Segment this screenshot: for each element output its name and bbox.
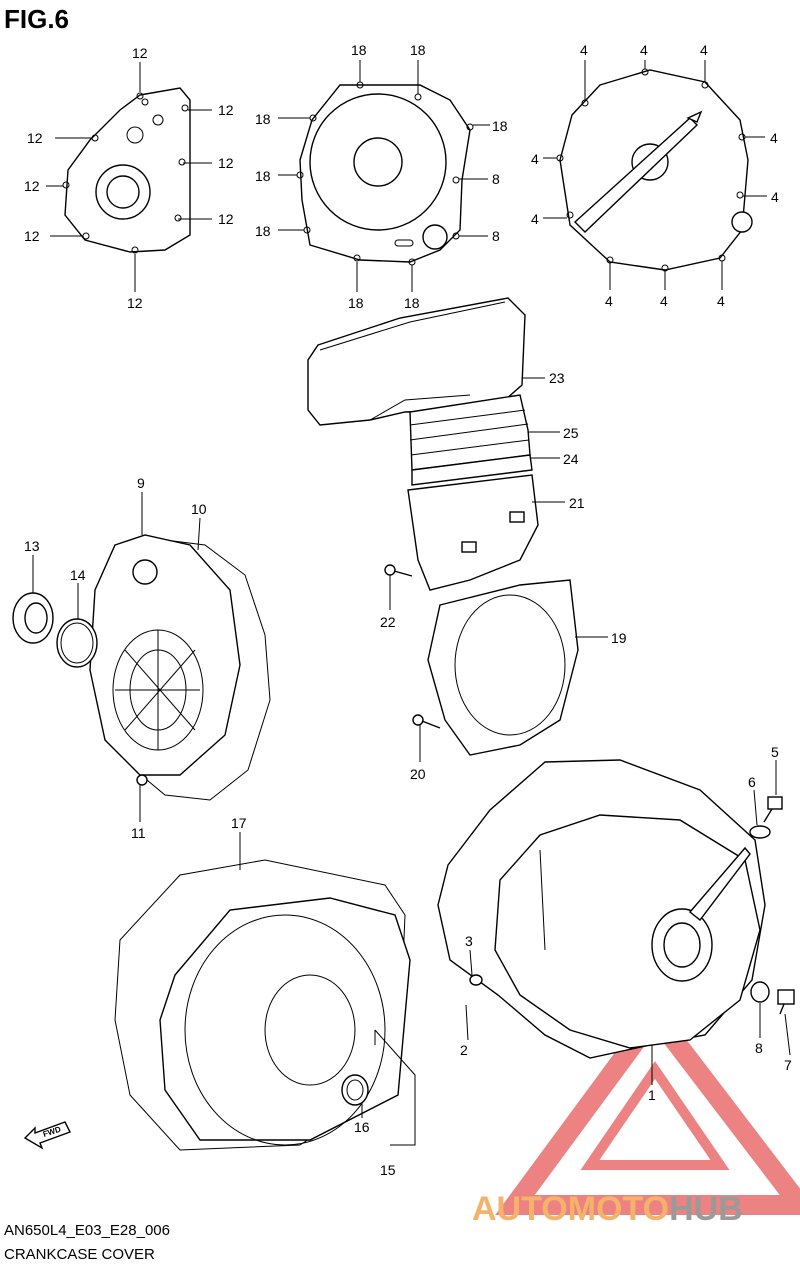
callout-12: 12 bbox=[218, 211, 234, 227]
figure-code: AN650L4_E03_E28_006 bbox=[4, 1222, 170, 1239]
callout-16: 16 bbox=[354, 1119, 370, 1135]
callout-1: 1 bbox=[648, 1087, 656, 1103]
callout-12: 12 bbox=[218, 102, 234, 118]
callout-8: 8 bbox=[492, 228, 500, 244]
fwd-arrow bbox=[23, 1121, 71, 1150]
cover-1 bbox=[437, 759, 766, 1059]
leader-lines bbox=[32, 60, 791, 1146]
callout-8: 8 bbox=[755, 1040, 763, 1056]
callout-18: 18 bbox=[255, 111, 271, 127]
callout-19: 19 bbox=[611, 630, 627, 646]
callout-12: 12 bbox=[132, 45, 148, 61]
air-duct-assembly bbox=[307, 297, 539, 591]
callout-4: 4 bbox=[717, 293, 725, 309]
callout-4: 4 bbox=[660, 293, 668, 309]
callout-18: 18 bbox=[404, 295, 420, 311]
callout-4: 4 bbox=[771, 189, 779, 205]
callout-4: 4 bbox=[531, 151, 539, 167]
bolt-5 bbox=[763, 796, 783, 823]
callout-12: 12 bbox=[218, 155, 234, 171]
callout-18: 18 bbox=[351, 42, 367, 58]
cover-top-right bbox=[556, 68, 753, 272]
figure-title: FIG.6 bbox=[4, 4, 70, 34]
callout-4: 4 bbox=[605, 293, 613, 309]
callout-3: 3 bbox=[465, 933, 473, 949]
oil-seal-13 bbox=[12, 592, 54, 644]
cover-15 bbox=[159, 897, 411, 1146]
callout-22: 22 bbox=[380, 614, 396, 630]
callout-18: 18 bbox=[492, 118, 508, 134]
callout-4: 4 bbox=[700, 42, 708, 58]
callout-14: 14 bbox=[70, 567, 86, 583]
cover-top-left bbox=[62, 87, 191, 254]
o-ring-14 bbox=[56, 618, 98, 668]
plug-16 bbox=[341, 1074, 369, 1106]
callout-7: 7 bbox=[784, 1057, 792, 1073]
callout-8: 8 bbox=[492, 171, 500, 187]
callout-9: 9 bbox=[137, 475, 145, 491]
callout-12: 12 bbox=[27, 130, 43, 146]
callout-12: 12 bbox=[127, 295, 143, 311]
callout-4: 4 bbox=[640, 42, 648, 58]
callout-20: 20 bbox=[410, 766, 426, 782]
callout-17: 17 bbox=[231, 815, 247, 831]
cover-top-middle bbox=[296, 81, 474, 266]
callout-18: 18 bbox=[255, 168, 271, 184]
callout-5: 5 bbox=[771, 744, 779, 760]
washer-8 bbox=[750, 981, 770, 1003]
callouts: 12 12 12 12 12 12 12 12 18 18 18 18 18 1… bbox=[24, 42, 792, 1178]
bolt-20 bbox=[412, 714, 441, 729]
cover-9 bbox=[89, 534, 241, 776]
callout-12: 12 bbox=[24, 228, 40, 244]
watermark-text-automoto: AUTOMOTO bbox=[472, 1190, 669, 1228]
callout-25: 25 bbox=[563, 425, 579, 441]
callout-18: 18 bbox=[348, 295, 364, 311]
callout-15: 15 bbox=[380, 1162, 396, 1178]
drain-plug-7 bbox=[777, 989, 795, 1015]
bolt-22 bbox=[384, 564, 413, 577]
watermark-text-hub: HUB bbox=[669, 1190, 743, 1228]
callout-6: 6 bbox=[748, 774, 756, 790]
callout-24: 24 bbox=[563, 451, 579, 467]
callout-23: 23 bbox=[549, 370, 565, 386]
callout-12: 12 bbox=[24, 178, 40, 194]
dowel-11 bbox=[136, 774, 148, 786]
callout-18: 18 bbox=[410, 42, 426, 58]
callout-18: 18 bbox=[255, 223, 271, 239]
callout-11: 11 bbox=[131, 825, 146, 841]
callout-4: 4 bbox=[531, 211, 539, 227]
watermark-triangle bbox=[495, 998, 800, 1215]
callout-13: 13 bbox=[24, 538, 40, 554]
callout-4: 4 bbox=[770, 130, 778, 146]
callout-2: 2 bbox=[460, 1042, 468, 1058]
callout-4: 4 bbox=[580, 42, 588, 58]
figure-name: CRANKCASE COVER bbox=[4, 1246, 155, 1263]
shroud-19 bbox=[427, 579, 579, 756]
callout-21: 21 bbox=[569, 495, 585, 511]
dowel-3 bbox=[469, 974, 483, 986]
watermark-text: AUTOMOTOHUB bbox=[472, 1190, 743, 1228]
washer-6 bbox=[749, 825, 771, 839]
callout-10: 10 bbox=[191, 501, 207, 517]
